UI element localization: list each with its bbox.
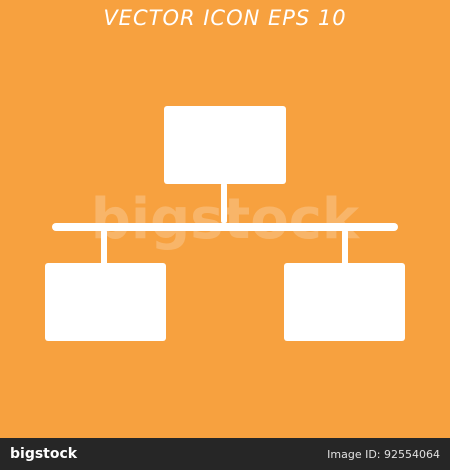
footer-bar: bigstock Image ID: 92554064: [0, 438, 450, 470]
top-node-box: [164, 106, 286, 184]
horizontal-bus: [52, 223, 398, 231]
icon-canvas: VECTOR ICON EPS 10 bigstock: [0, 0, 450, 438]
right-connector: [342, 230, 348, 265]
top-connector: [221, 183, 227, 223]
footer-image-id: Image ID: 92554064: [327, 447, 440, 461]
left-connector: [101, 230, 107, 265]
left-node-box: [45, 263, 166, 341]
page-title: VECTOR ICON EPS 10: [103, 6, 347, 30]
right-node-box: [284, 263, 405, 341]
footer-brand: bigstock: [10, 446, 78, 462]
